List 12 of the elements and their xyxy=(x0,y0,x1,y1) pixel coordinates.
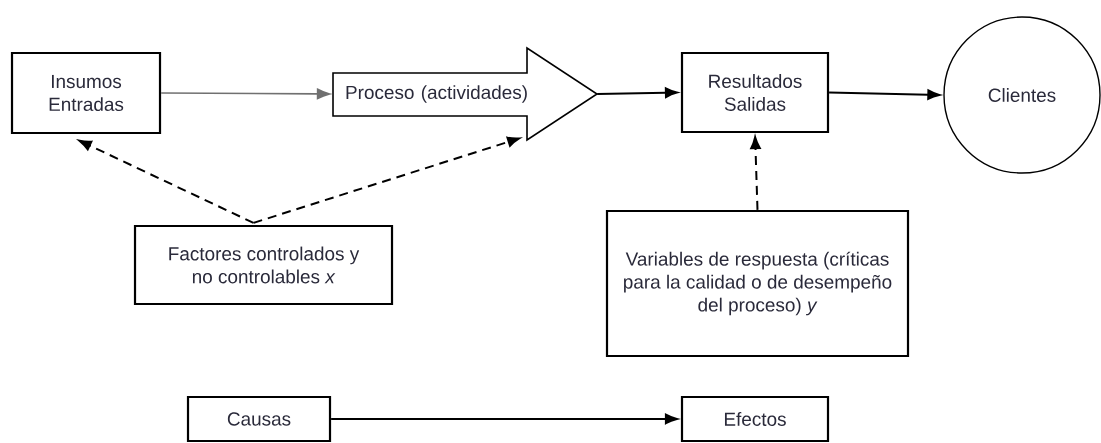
process-box: Variables de respuesta (críticas para la calidad o de desempeño del proceso) y xyxy=(605,209,910,358)
arrow xyxy=(78,139,255,224)
arrow xyxy=(330,413,678,425)
process-box: Causas xyxy=(186,395,332,443)
process-box: Resultados Salidas xyxy=(680,51,830,134)
process-box: Insumos Entradas xyxy=(10,51,162,135)
arrow xyxy=(160,88,331,100)
arrow xyxy=(750,136,761,211)
process-box: Efectos xyxy=(680,395,830,443)
arrow xyxy=(828,89,941,100)
arrow xyxy=(252,136,521,224)
process-box: Factores controlados y no controlables x xyxy=(133,224,394,306)
